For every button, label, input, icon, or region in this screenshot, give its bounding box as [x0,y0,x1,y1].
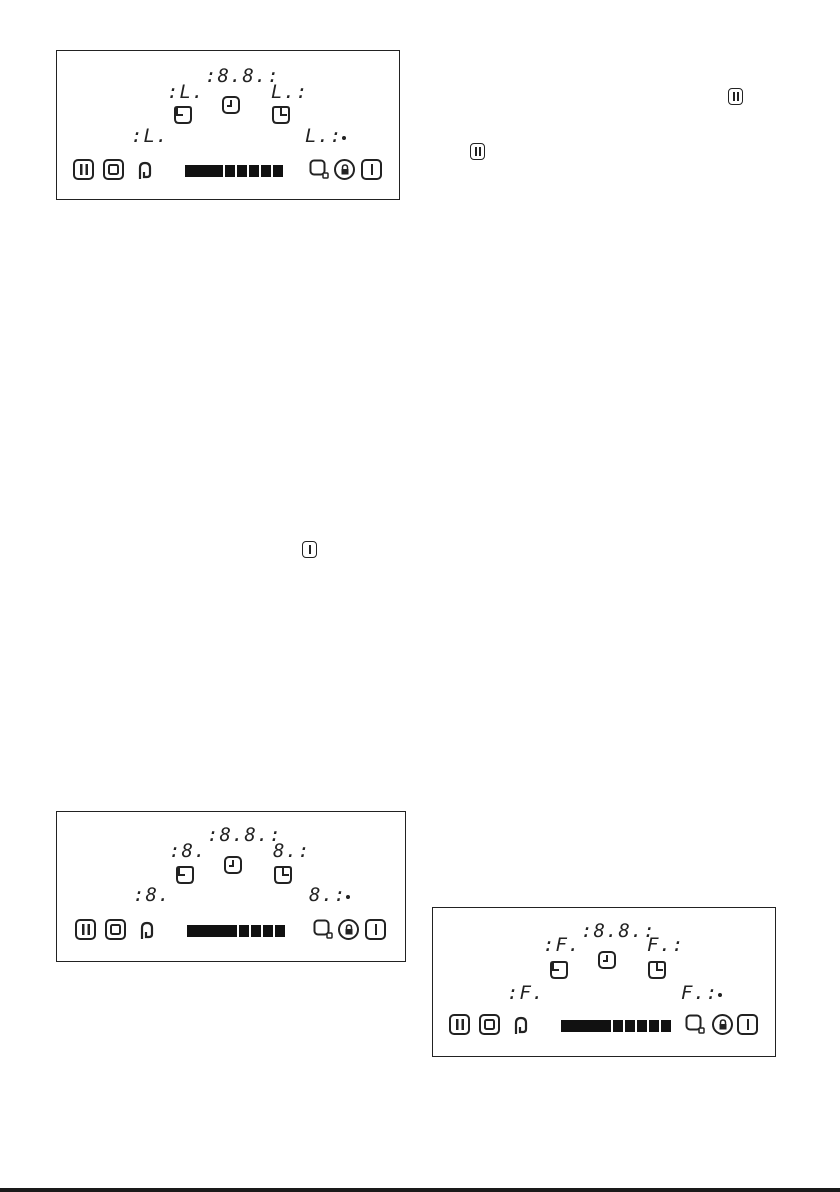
page-bottom-rule [0,1188,840,1192]
booster-icon[interactable] [685,1014,705,1034]
power-level-slider[interactable] [187,925,285,937]
on-off-icon [108,164,119,175]
pause-button[interactable] [449,1014,470,1035]
zone-right-icon[interactable] [647,960,667,980]
timer-display: :8.8.: [207,826,282,845]
indicator-dot [342,136,346,140]
lock-button[interactable] [712,1014,733,1035]
bridge-zone-icon[interactable] [511,1015,531,1035]
pause-icon [728,88,743,105]
control-panel-b: :8. :8.8.: 8.: :8. 8.: [56,811,406,962]
timer-clock-icon[interactable] [223,855,243,875]
stop-go-icon [374,924,378,935]
pause-button[interactable] [75,919,96,940]
pause-icon [455,1019,465,1030]
on-off-button[interactable] [479,1014,500,1035]
zone-right-icon[interactable] [271,105,291,125]
front-left-display: :8. [169,842,206,861]
rear-left-display: :L. [131,127,168,146]
bridge-zone-icon[interactable] [137,920,157,940]
on-off-button[interactable] [103,159,124,180]
front-right-display: F.: [647,936,684,955]
power-level-slider[interactable] [561,1020,671,1032]
control-panel-c: :F. :8.8.: F.: :F. F.: [432,907,776,1057]
lock-button[interactable] [338,919,359,940]
stop-go-button[interactable] [365,919,386,940]
stop-go-icon [302,541,317,558]
indicator-dot [718,993,722,997]
lock-icon [340,164,350,175]
lock-icon [344,924,354,935]
front-right-display: 8.: [273,842,310,861]
rear-left-display: :8. [133,886,170,905]
timer-clock-icon[interactable] [597,950,617,970]
on-off-icon [484,1019,495,1030]
indicator-dot [346,895,350,899]
front-right-display: L.: [271,83,308,102]
zone-left-icon[interactable] [175,865,195,885]
pause-icon [79,164,89,175]
timer-display: :8.8.: [205,67,280,86]
lock-icon [718,1019,728,1030]
rear-right-display: L.: [305,127,342,146]
lock-button[interactable] [334,159,355,180]
on-off-button[interactable] [105,919,126,940]
booster-icon[interactable] [313,919,333,939]
front-left-display: :L. [167,83,204,102]
stop-go-button[interactable] [361,159,382,180]
pause-button[interactable] [73,159,94,180]
bridge-zone-icon[interactable] [135,160,155,180]
stop-go-icon [370,164,374,175]
rear-left-display: :F. [507,984,544,1003]
rear-right-display: 8.: [309,886,346,905]
control-panel-a: :L. :8.8.: L.: :L. L.: [56,50,400,200]
front-left-display: :F. [543,936,580,955]
power-level-slider[interactable] [185,165,283,177]
timer-clock-icon[interactable] [221,95,241,115]
on-off-icon [110,924,121,935]
booster-icon[interactable] [309,159,329,179]
zone-left-icon[interactable] [173,105,193,125]
stop-go-icon [746,1019,750,1030]
zone-right-icon[interactable] [273,865,293,885]
zone-left-icon[interactable] [549,960,569,980]
pause-icon [81,924,91,935]
pause-icon [470,143,485,160]
timer-display: :8.8.: [581,922,656,941]
rear-right-display: F.: [681,984,718,1003]
stop-go-button[interactable] [737,1014,758,1035]
